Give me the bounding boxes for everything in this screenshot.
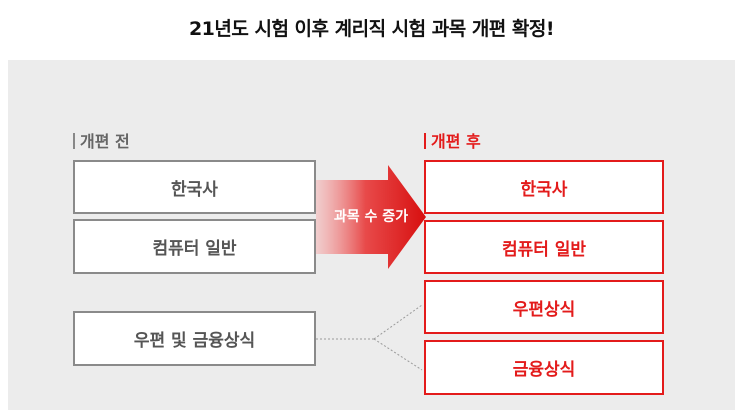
increase-arrow-label: 과목 수 증가	[333, 209, 409, 225]
before-subject-korean-history: 한국사	[73, 160, 316, 214]
increase-arrow	[316, 165, 426, 269]
after-subject-computer: 컴퓨터 일반	[424, 220, 664, 274]
after-label-bar	[424, 133, 426, 149]
before-subject-postal-finance: 우편 및 금융상식	[73, 311, 316, 366]
page-title: 21년도 시험 이후 계리직 시험 과목 개편 확정!	[188, 18, 555, 40]
before-label-text: 개편 전	[80, 132, 130, 151]
before-subject-computer: 컴퓨터 일반	[73, 219, 316, 274]
after-subject-korean-history: 한국사	[424, 160, 664, 214]
split-line-lower	[373, 338, 423, 371]
after-subject-finance: 금융상식	[424, 340, 664, 395]
split-line-upper	[373, 304, 423, 340]
after-subject-postal: 우편상식	[424, 280, 664, 334]
before-section-label: 개편 전	[73, 128, 130, 152]
after-label-text: 개편 후	[431, 132, 481, 151]
before-label-bar	[73, 133, 75, 149]
after-section-label: 개편 후	[424, 128, 481, 152]
